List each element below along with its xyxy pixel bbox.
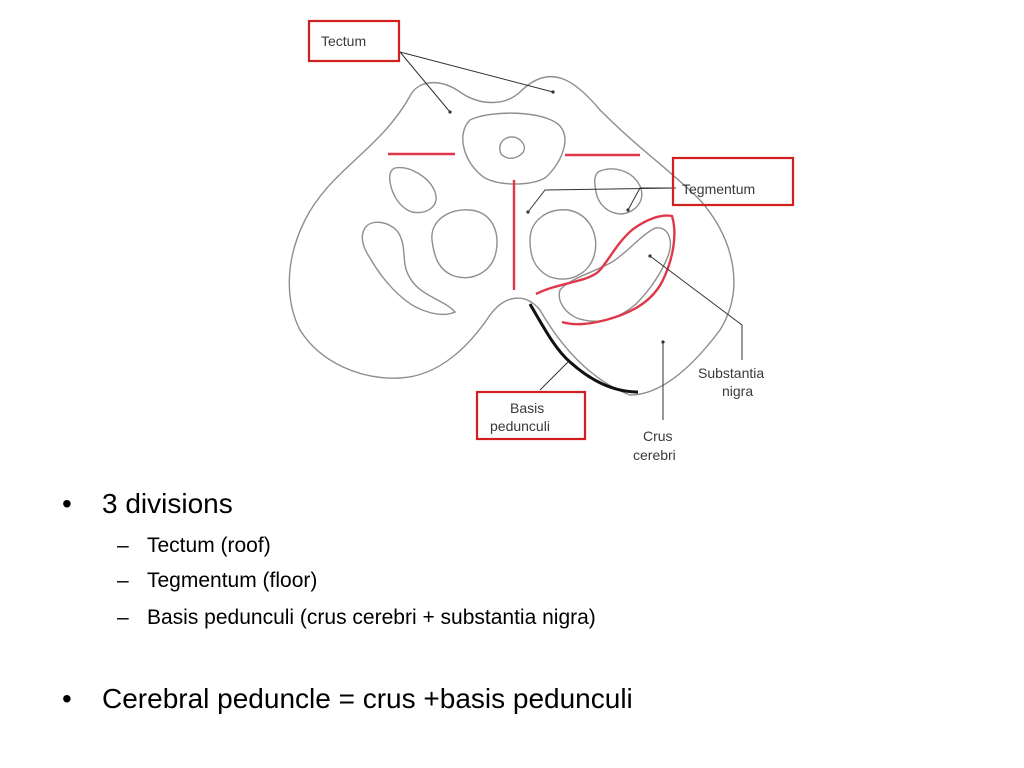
crus-label-line1: Crus	[643, 428, 673, 444]
bullet-dot: •	[62, 488, 72, 519]
leader-tectum-right	[399, 51, 554, 93]
leader-basis	[539, 361, 569, 391]
cerebral-aqueduct	[499, 136, 526, 159]
bullet-dot: •	[62, 683, 72, 714]
tegmentum-label: Tegmentum	[682, 181, 755, 197]
substantia-nigra-outline	[558, 227, 672, 322]
sub-bullet-tegmentum: – Tegmentum (floor)	[117, 568, 318, 594]
leader-dot	[661, 340, 665, 344]
sub-bullet-basis: – Basis pedunculi (crus cerebri + substa…	[117, 605, 596, 631]
bullet-text: Cerebral peduncle = crus +basis peduncul…	[102, 683, 633, 714]
sub-bullet-text: Tegmentum (floor)	[147, 569, 318, 592]
leader-dot	[448, 110, 452, 114]
basis-label-line1: Basis	[510, 400, 544, 416]
bullet-item-cerebral-peduncle: • Cerebral peduncle = crus +basis pedunc…	[62, 683, 633, 715]
leader-dot	[526, 210, 530, 214]
dash-glyph: –	[117, 606, 129, 629]
dash-glyph: –	[117, 534, 129, 557]
leader-dot	[648, 254, 652, 258]
bullet-text: 3 divisions	[102, 488, 233, 519]
periaqueductal-outline	[462, 112, 566, 185]
tract-right-upper	[593, 168, 643, 215]
basis-label-line2: pedunculi	[490, 418, 550, 434]
substantia-label-line2: nigra	[722, 383, 753, 399]
bullet-item-divisions: • 3 divisions	[62, 488, 233, 520]
sub-bullet-text: Basis pedunculi (crus cerebri + substant…	[147, 606, 596, 629]
tectum-label: Tectum	[321, 33, 366, 49]
red-nucleus-left	[431, 209, 498, 279]
tract-left	[361, 221, 457, 316]
tegmentum-highlight-box	[671, 156, 795, 207]
crus-label-line2: cerebri	[633, 447, 676, 463]
leader-tectum-left	[399, 51, 451, 113]
crus-cerebri-curve	[528, 303, 639, 394]
leader-tegmentum-left	[527, 187, 677, 213]
basis-highlight-box	[475, 390, 587, 441]
leader-dot	[551, 90, 555, 94]
leader-dot	[626, 208, 630, 212]
tectum-highlight-box	[307, 19, 401, 63]
sub-bullet-tectum: – Tectum (roof)	[117, 533, 271, 559]
red-nucleus-right	[529, 209, 597, 280]
tegmentum-basis-boundary	[535, 214, 676, 326]
midbrain-svg: Tectum Tegmentum Basis pedunculi Substan…	[288, 19, 795, 463]
tract-left-upper	[388, 166, 437, 214]
dash-glyph: –	[117, 569, 129, 592]
leader-tegmentum-right	[627, 187, 676, 211]
sub-bullet-text: Tectum (roof)	[147, 534, 271, 557]
midbrain-diagram: Tectum Tegmentum Basis pedunculi Substan…	[288, 19, 795, 463]
midbrain-outline	[288, 75, 735, 396]
substantia-label-line1: Substantia	[698, 365, 764, 381]
leader-substantia	[649, 255, 743, 360]
